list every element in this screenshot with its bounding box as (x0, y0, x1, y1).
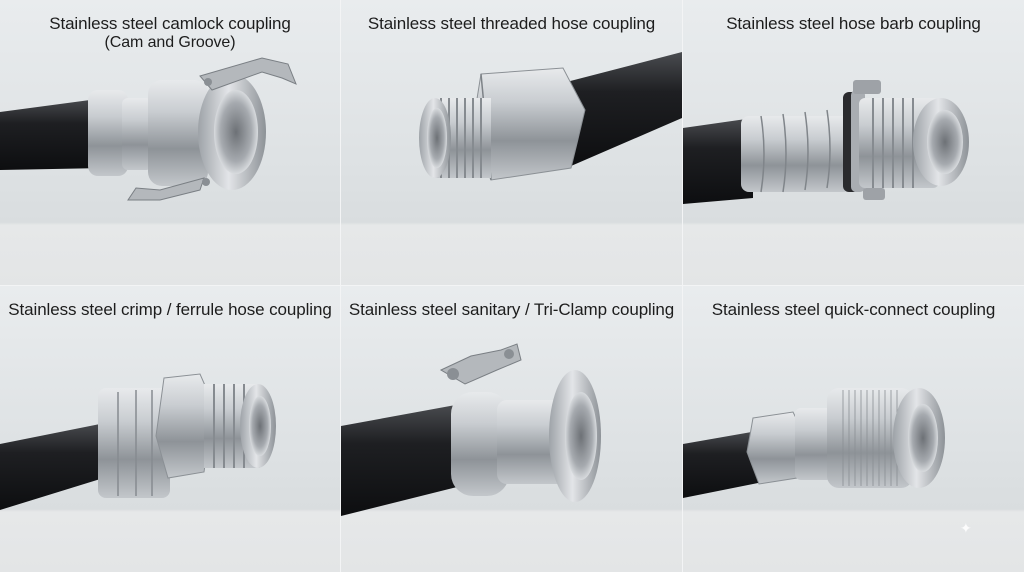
panel-crimp-ferrule: Stainless steel crimp / ferrule hose cou… (0, 286, 341, 572)
panel-hose-barb: Stainless steel hose barb coupling (683, 0, 1024, 286)
panel-title: Stainless steel threaded hose coupling (367, 14, 656, 33)
panel-title: Stainless steel crimp / ferrule hose cou… (8, 300, 332, 319)
crimp-ferrule-coupling-icon (0, 373, 276, 510)
panel-title: Stainless steel hose barb coupling (726, 14, 981, 33)
threaded-coupling-icon (419, 52, 682, 181)
quick-connect-coupling-icon (683, 388, 945, 498)
sparkle-icon: ✦ (960, 520, 972, 536)
tri-clamp-coupling-icon (341, 343, 601, 516)
camlock-coupling-icon (0, 57, 297, 201)
panel-title: Stainless steel quick-connect coupling (711, 300, 996, 319)
panel-quick-connect: Stainless steel quick-connect coupling ✦ (683, 286, 1024, 572)
hose-barb-coupling-icon (683, 80, 969, 204)
panel-threaded: Stainless steel threaded hose coupling (341, 0, 683, 286)
panel-camlock: Stainless steel camlock coupling (Cam an… (0, 0, 341, 286)
panel-title: Stainless steel sanitary / Tri-Clamp cou… (348, 300, 675, 319)
panel-tri-clamp: Stainless steel sanitary / Tri-Clamp cou… (341, 286, 683, 572)
panel-subtitle: (Cam and Groove) (104, 34, 236, 51)
panel-title: Stainless steel camlock coupling (Cam an… (0, 14, 340, 52)
